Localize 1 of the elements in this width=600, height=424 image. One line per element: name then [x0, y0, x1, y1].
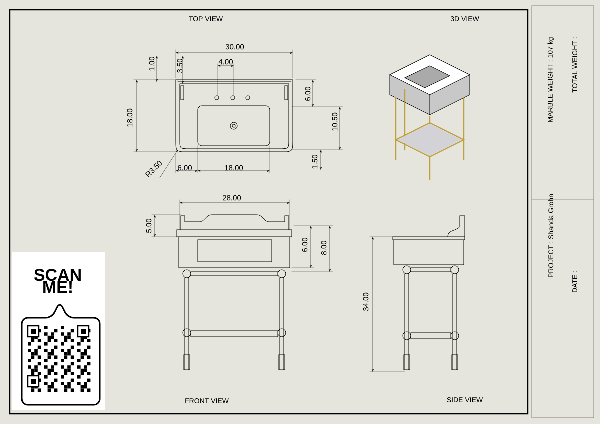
scan-me-heading: SCAN ME!	[34, 269, 81, 293]
